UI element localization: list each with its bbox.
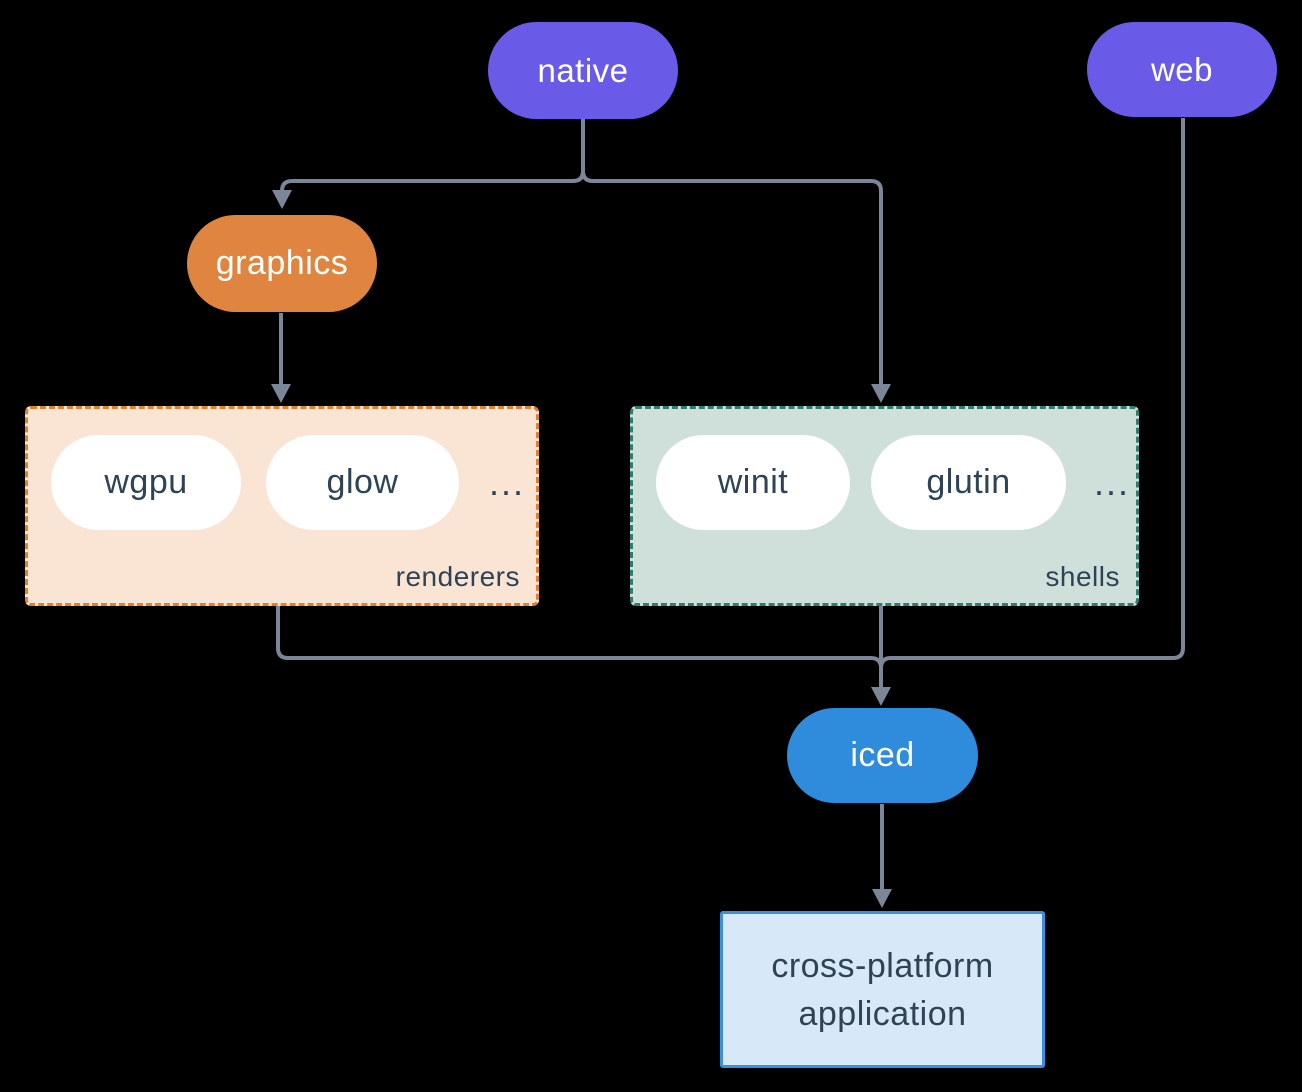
node-graphics-label: graphics [215,244,349,282]
app-label-line2: application [798,994,967,1033]
node-wgpu-label: wgpu [104,463,188,501]
node-web: web [1087,22,1277,117]
node-glow-label: glow [326,463,399,501]
arrowhead-app [872,889,892,908]
edge-native-graphics [280,119,585,192]
group-renderers: wgpu glow ... renderers [25,406,539,606]
node-native-label: native [537,51,629,89]
edge-native-shells [581,119,883,385]
node-iced-label: iced [850,736,915,774]
arrowhead-renderers [271,384,291,403]
node-winit-label: winit [717,463,789,501]
node-graphics: graphics [187,215,377,312]
node-wgpu: wgpu [51,435,241,530]
group-renderers-label: renderers [395,561,520,592]
arrowhead-graphics [272,190,292,209]
arrowhead-shells [871,384,891,403]
node-iced: iced [787,708,978,803]
renderers-ellipsis: ... [488,461,525,503]
node-glutin-label: glutin [926,463,1011,501]
group-shells-label: shells [1045,561,1120,592]
group-shells: winit glutin ... shells [630,406,1139,606]
app-label-line1: cross-platform [771,946,994,985]
node-glutin: glutin [871,435,1066,530]
shells-ellipsis: ... [1093,461,1130,503]
node-cross-platform-application: cross-platform application [720,911,1045,1068]
edge-renderers-iced [276,601,883,669]
node-native: native [488,22,678,119]
node-glow: glow [266,435,459,530]
node-winit: winit [656,435,850,530]
node-web-label: web [1150,50,1214,88]
arrowhead-iced [871,687,891,706]
